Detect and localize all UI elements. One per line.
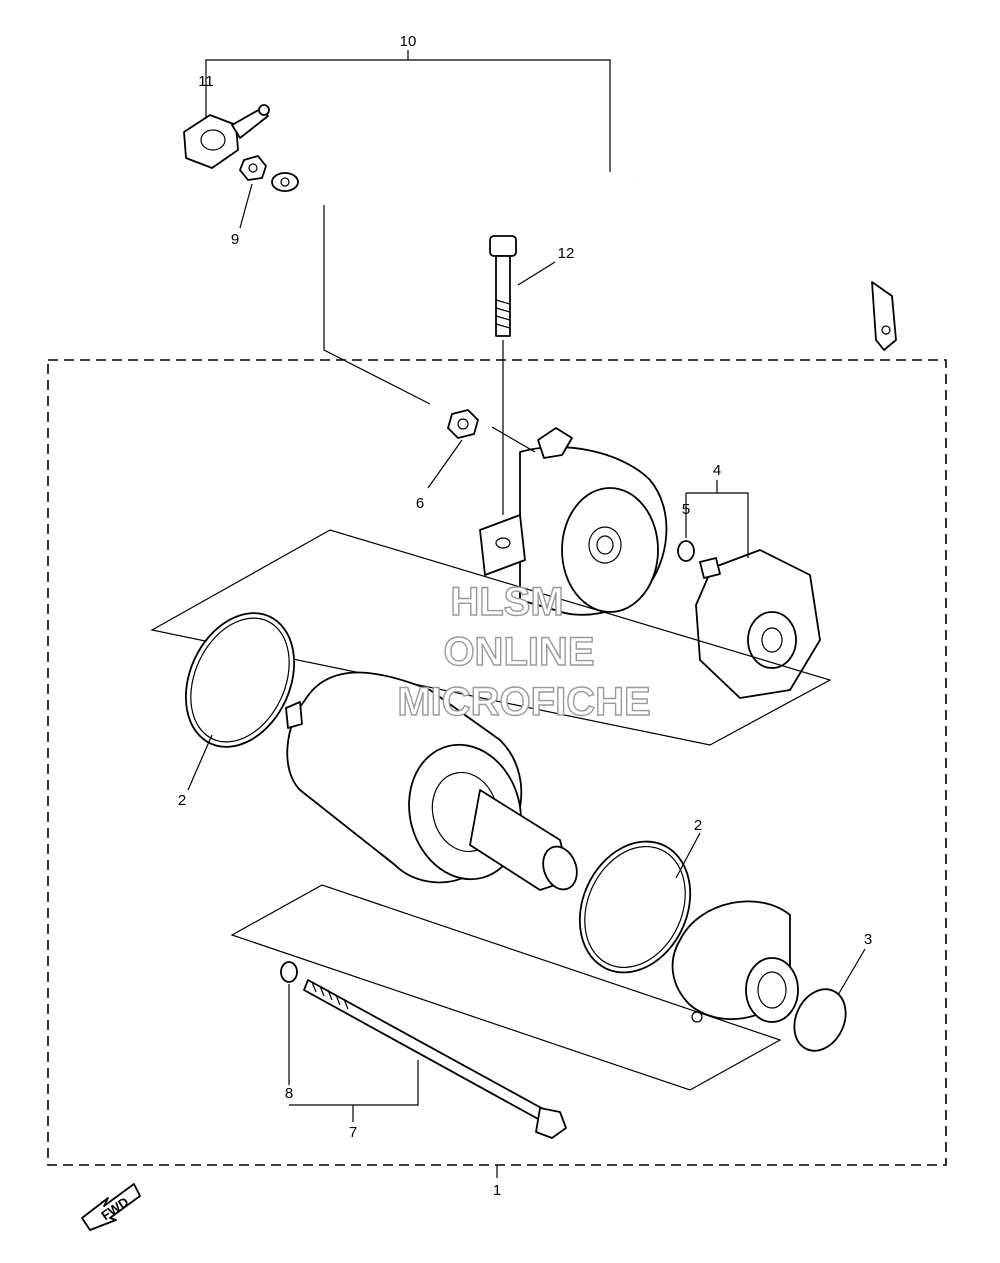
- watermark-line-3: MICROFICHE: [397, 680, 650, 724]
- callout-5: 5: [682, 501, 690, 518]
- callout-2-left: 2: [178, 792, 186, 809]
- callout-1: 1: [493, 1182, 501, 1199]
- nut-part-9[interactable]: [239, 155, 267, 181]
- callout-10: 10: [400, 33, 417, 50]
- callout-9: 9: [231, 231, 239, 248]
- assembly-plane-lower: [230, 884, 782, 1091]
- o-ring-part-5[interactable]: [677, 540, 695, 562]
- yoke-armature-body[interactable]: [285, 671, 583, 895]
- through-bolt-part-7[interactable]: [303, 979, 567, 1139]
- o-ring-part-3[interactable]: [785, 981, 856, 1059]
- o-ring-part-2-right[interactable]: [559, 823, 711, 990]
- watermark-line-1: HLSM: [450, 580, 563, 624]
- watermark-line-2: ONLINE: [443, 630, 594, 674]
- fwd-arrow-icon: FWD: [81, 1183, 141, 1231]
- starter-cable-part-10[interactable]: [271, 119, 897, 351]
- rear-cover-housing[interactable]: [479, 427, 668, 616]
- nut-part-6[interactable]: [447, 409, 479, 439]
- callout-11: 11: [198, 73, 214, 90]
- callout-4: 4: [713, 462, 721, 479]
- callout-8: 8: [285, 1085, 293, 1102]
- o-ring-part-2-left[interactable]: [165, 595, 315, 764]
- callout-2-right: 2: [694, 817, 702, 834]
- callout-12: 12: [558, 245, 575, 262]
- callout-6: 6: [416, 495, 424, 512]
- leader-lines: [187, 50, 866, 1178]
- bolt-part-12[interactable]: [489, 235, 517, 337]
- washer-part-8[interactable]: [280, 961, 298, 983]
- callout-7: 7: [349, 1124, 357, 1141]
- front-cover[interactable]: [671, 900, 799, 1023]
- callout-3: 3: [864, 931, 872, 948]
- brush-holder-part-4[interactable]: [695, 549, 821, 699]
- assembly-plane-upper: [150, 529, 832, 746]
- terminal-cap-part-11[interactable]: [183, 104, 270, 169]
